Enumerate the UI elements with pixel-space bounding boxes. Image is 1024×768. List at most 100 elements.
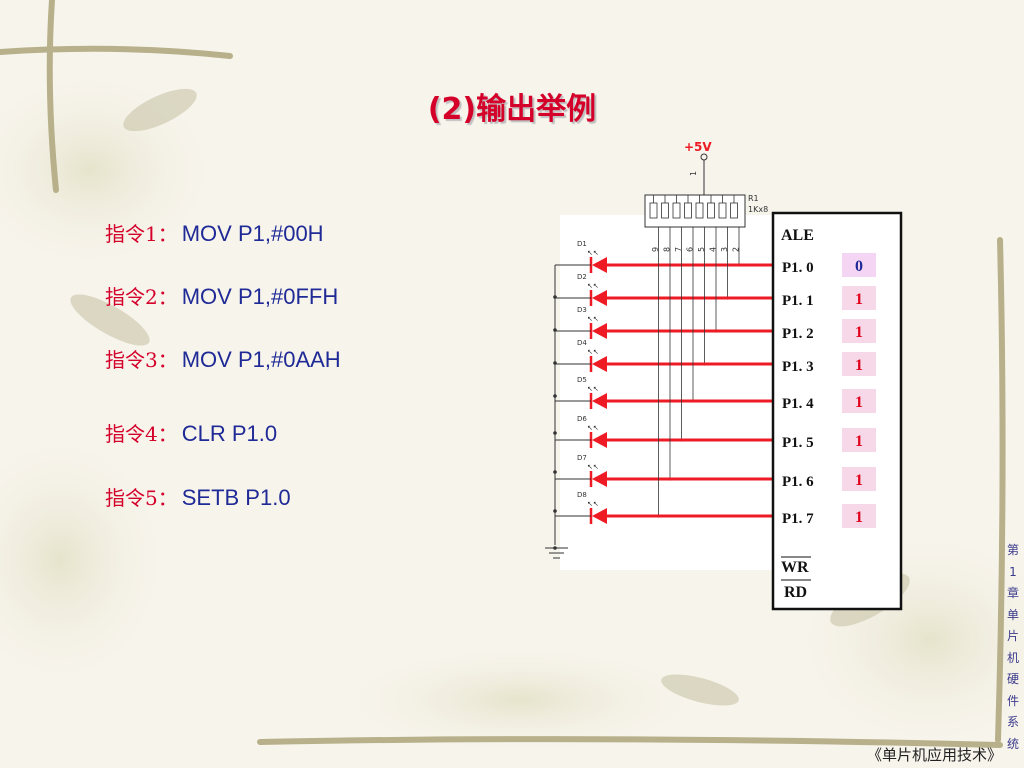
led-label: D3	[577, 306, 587, 314]
junction-dot	[553, 509, 557, 513]
vcc-label: +5V	[684, 140, 712, 154]
chip-ale-pin: ALE	[781, 227, 814, 244]
port-value: 1	[855, 324, 863, 341]
port-value-box	[842, 286, 876, 310]
resistor-pin-number: 9	[651, 247, 660, 252]
led-label: D8	[577, 491, 587, 499]
resistor-pin-label: 1	[689, 171, 698, 176]
side-char: 第	[1006, 543, 1019, 557]
resistor-element	[684, 202, 692, 219]
junction-dot	[553, 431, 557, 435]
instruction-4: 指令4：CLR P1.0	[105, 418, 277, 448]
resistor-pin-number: 4	[709, 247, 718, 252]
instruction-label: 指令5：	[105, 486, 178, 510]
microcontroller-chip	[771, 211, 903, 611]
led-diode-icon	[592, 323, 607, 339]
led-light-icon: ↖↖	[587, 500, 599, 508]
port-pin-label: P1. 4	[782, 396, 814, 412]
port-value: 1	[855, 291, 863, 308]
vcc-terminal	[700, 153, 708, 161]
instruction-label: 指令1：	[105, 222, 178, 246]
port-value-box	[842, 352, 876, 376]
led-light-icon: ↖↖	[587, 424, 599, 432]
port-value: 1	[855, 357, 863, 374]
instruction-label: 指令2：	[105, 285, 178, 309]
led-light-icon: ↖↖	[587, 249, 599, 257]
side-char: 1	[1009, 564, 1017, 579]
port-value-box	[842, 504, 876, 528]
port-pin-label: P1. 6	[782, 474, 814, 490]
led-light-icon: ↖↖	[587, 385, 599, 393]
resistor-element	[695, 202, 704, 219]
port-value: 1	[855, 433, 863, 450]
port-value-box	[842, 428, 876, 452]
resistor-element	[672, 202, 681, 219]
side-char: 硬	[1006, 672, 1019, 686]
led-light-icon: ↖↖	[587, 282, 599, 290]
resistor-network	[644, 194, 746, 228]
instruction-label: 指令4：	[105, 422, 178, 446]
side-char: 件	[1006, 693, 1019, 708]
resistor-pin-number: 5	[697, 247, 706, 252]
port-value-box	[842, 253, 876, 277]
resistor-element	[718, 202, 727, 219]
resistor-pin-number: 3	[720, 247, 729, 252]
led-diode-icon	[592, 471, 607, 487]
led-diode-icon	[592, 290, 607, 306]
port-pin-label: P1. 2	[782, 326, 814, 342]
junction-dot	[553, 470, 557, 474]
led-light-icon: ↖↖	[587, 463, 599, 471]
instruction-2: 指令2：MOV P1,#0FFH	[105, 281, 338, 311]
led-label: D5	[577, 376, 587, 384]
side-char: 片	[1006, 629, 1019, 643]
led-label: D7	[577, 454, 587, 462]
side-char: 章	[1006, 586, 1019, 600]
port-value-box	[842, 319, 876, 343]
instruction-code: MOV P1,#0AAH	[181, 347, 341, 372]
led-label: D2	[577, 273, 587, 281]
led-diode-icon	[592, 393, 607, 409]
resistor-element	[730, 202, 738, 219]
resistor-pin-number: 8	[663, 247, 672, 252]
chip-rd-pin: RD	[784, 584, 807, 601]
resistor-pin-number: 6	[686, 247, 695, 252]
port-pin-label: P1. 7	[782, 511, 814, 527]
led-label: D4	[577, 339, 587, 347]
port-pin-label: P1. 3	[782, 359, 814, 375]
circuit-wires: D1↖↖D2↖↖D3↖↖D4↖↖D5↖↖D6↖↖D7↖↖D8↖↖	[553, 227, 778, 550]
resistor-element	[661, 202, 669, 219]
led-diode-icon	[592, 432, 607, 448]
port-value: 0	[855, 258, 863, 275]
port-value: 1	[855, 509, 863, 526]
slide-title: (2)输出举例	[427, 92, 597, 127]
instruction-label: 指令3：	[105, 348, 178, 372]
port-value-box	[842, 467, 876, 491]
led-light-icon: ↖↖	[587, 315, 599, 323]
resistor-pin-number: 7	[674, 247, 683, 252]
chapter-side-label: 第 1 章 单 片 机 硬 件 系 统	[1003, 540, 1023, 755]
port-value-box	[842, 389, 876, 413]
resistor-label: R1	[748, 194, 759, 203]
led-label: D1	[577, 240, 587, 248]
side-char: 系	[1006, 715, 1019, 729]
side-char: 机	[1006, 650, 1019, 665]
resistor-element	[707, 202, 715, 219]
led-label: D6	[577, 415, 587, 423]
instruction-1: 指令1：MOV P1,#00H	[105, 218, 324, 248]
instruction-code: CLR P1.0	[181, 421, 278, 446]
port-pin-label: P1. 5	[782, 435, 814, 451]
port-value: 1	[855, 394, 863, 411]
led-diode-icon	[592, 257, 607, 273]
resistor-element	[649, 202, 658, 219]
chip-wr-pin: WR	[781, 559, 809, 576]
port-pin-label: P1. 0	[782, 260, 814, 276]
led-diode-icon	[592, 356, 607, 372]
port-value: 1	[855, 472, 863, 489]
resistor-pin-number: 2	[732, 247, 741, 252]
junction-dot	[553, 394, 557, 398]
side-char: 统	[1006, 736, 1019, 751]
led-diode-icon	[592, 508, 607, 524]
